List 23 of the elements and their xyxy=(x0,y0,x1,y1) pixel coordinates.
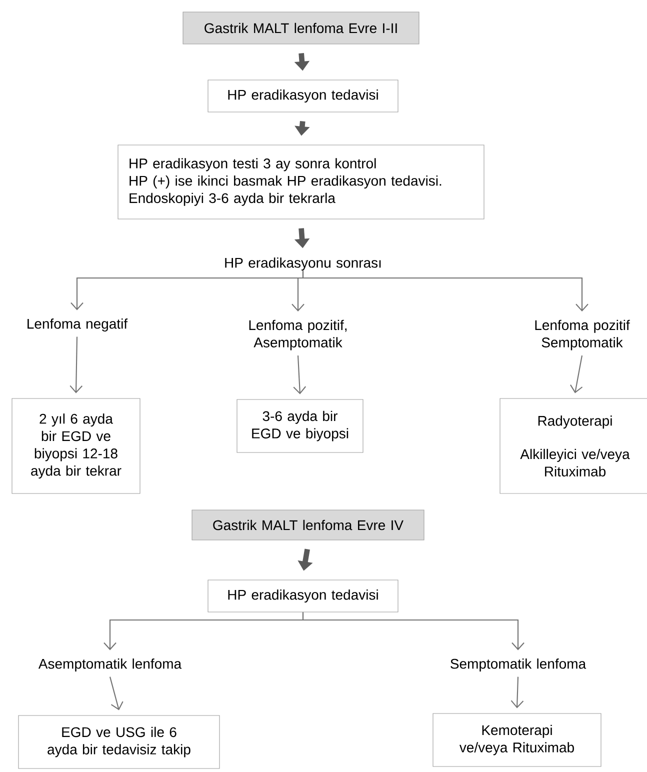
branch-label: HP eradikasyonu sonrası xyxy=(225,257,381,271)
arrow xyxy=(302,270,588,312)
process-box: 2 yıl 6 ayda bir EGD ve biyopsi 12-18 ayda bir tekrar xyxy=(12,398,140,494)
arrow xyxy=(302,612,524,650)
process-box: Kemoterapi ve/veya Rituximab xyxy=(432,713,602,767)
arrow xyxy=(70,336,83,394)
branch-label: Lenfoma pozitif, Asemptomatik xyxy=(249,320,347,350)
stage-box: Gastrik MALT lenfoma Evre I-II xyxy=(182,12,420,44)
arrow xyxy=(510,676,524,708)
branch-label: Lenfoma negatif xyxy=(28,318,128,332)
arrow xyxy=(293,355,306,394)
process-box: EGD ve USG ile 6 ayda bir tedavisiz takip xyxy=(18,715,220,769)
arrow xyxy=(570,355,583,394)
branch-label: Asemptomatik lenfoma xyxy=(38,658,182,672)
process-box: HP eradikasyon tedavisi xyxy=(208,80,398,112)
process-box: 3-6 ayda bir EGD ve biyopsi xyxy=(236,399,364,453)
branch-label: Semptomatik lenfoma xyxy=(450,658,586,672)
process-box: HP eradikasyon tedavisi xyxy=(208,580,398,612)
process-box: HP eradikasyon testi 3 ay sonra kontrol HP (+) ise ikinci basmak HP eradikasyon tedavisi. Endoskopiyi 3-6 ayda bir tekrarla xyxy=(118,144,484,220)
arrow xyxy=(109,676,124,710)
branch-label: Lenfoma pozitif Semptomatik xyxy=(535,320,630,350)
process-box: Radyoterapi Alkilleyici ve/veya Rituximab xyxy=(500,398,647,494)
stage-box: Gastrik MALT lenfoma Evre IV xyxy=(192,510,424,540)
